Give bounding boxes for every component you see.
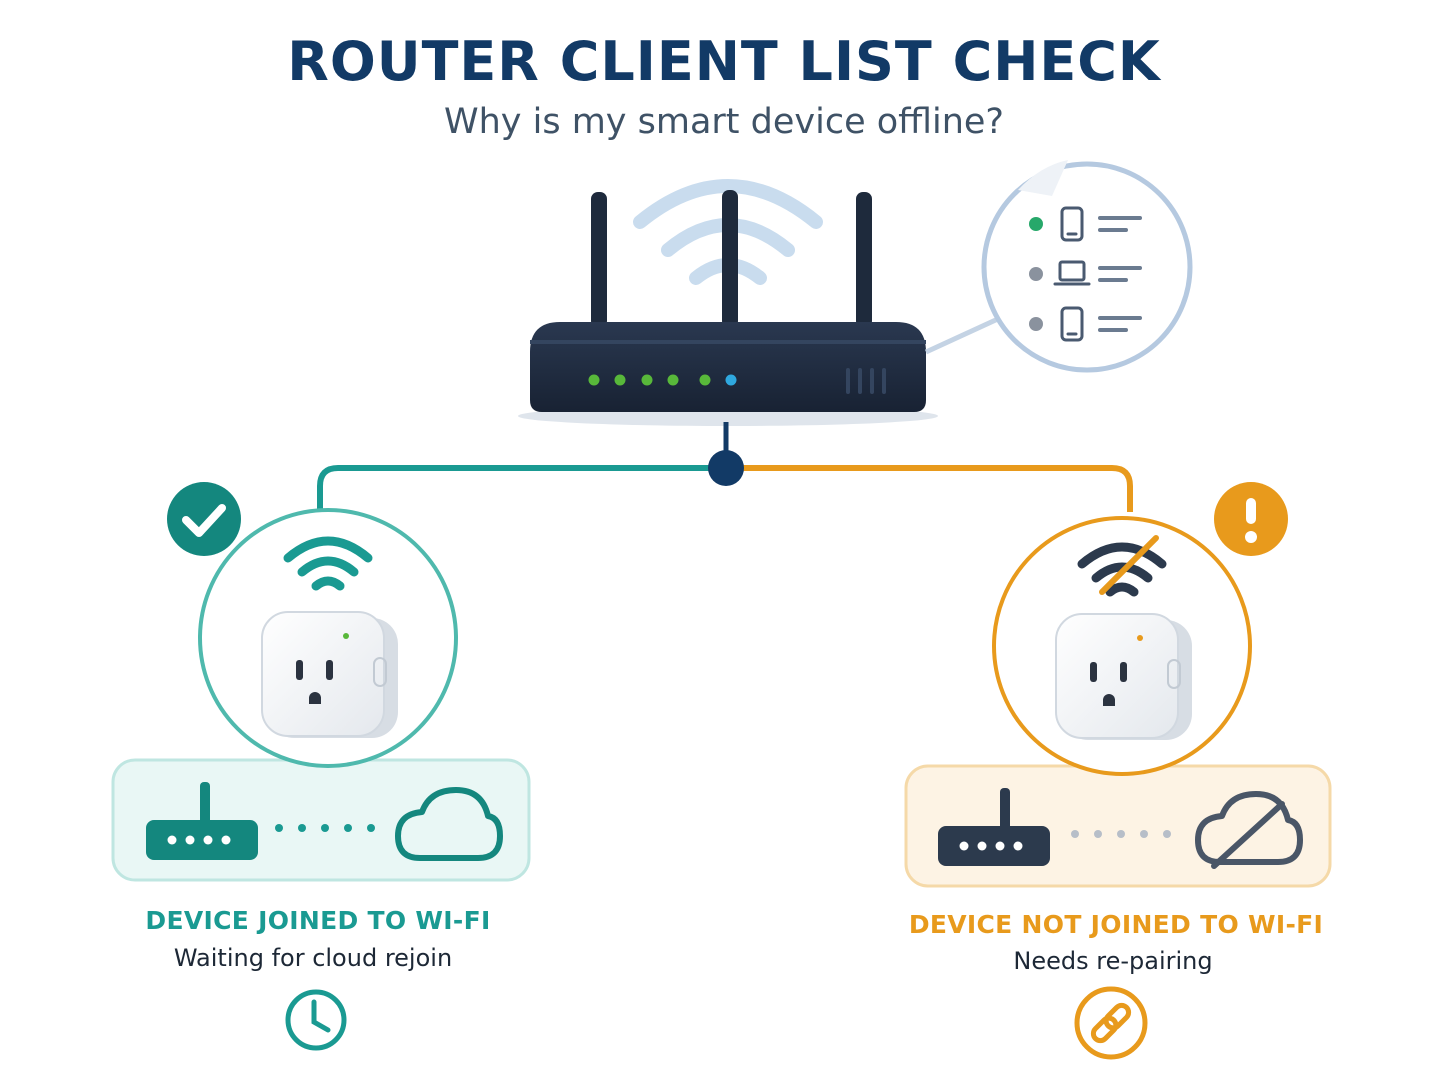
router-led <box>699 374 711 386</box>
status-dot <box>1029 217 1043 231</box>
mini-router-icon <box>938 788 1050 866</box>
network-hub-node <box>708 450 744 486</box>
cloud-icon <box>395 787 503 861</box>
text-lines-icon <box>1098 316 1142 332</box>
laptop-icon <box>1053 260 1091 286</box>
client-list-row <box>1029 306 1142 342</box>
text-lines-icon <box>1098 266 1142 282</box>
page-title: ROUTER CLIENT LIST CHECK <box>287 30 1161 93</box>
exclamation-icon <box>1214 482 1288 556</box>
not-joined-device-panel <box>904 482 1332 888</box>
smart-plug-icon <box>1055 613 1192 740</box>
phone-icon <box>1060 306 1084 342</box>
client-list-magnifier <box>924 160 1193 373</box>
router-led <box>667 374 679 386</box>
page-subtitle: Why is my smart device offline? <box>443 102 1005 142</box>
wifi-icon <box>283 536 373 591</box>
joined-device-panel <box>111 482 531 882</box>
status-dot <box>1029 267 1043 281</box>
checkmark-icon <box>167 482 241 556</box>
joined-status-title: DEVICE JOINED TO WI-FI <box>145 906 491 935</box>
router-led <box>725 374 737 386</box>
phone-icon <box>1060 206 1084 242</box>
cloud-off-icon <box>1195 791 1303 869</box>
wifi-off-icon <box>1077 535 1167 597</box>
text-lines-icon <box>1098 216 1142 232</box>
joined-status-subtitle: Waiting for cloud rejoin <box>173 944 453 972</box>
link-icon <box>1074 986 1148 1060</box>
clock-icon <box>285 989 347 1051</box>
router-icon <box>518 190 938 426</box>
link-dots <box>275 824 375 832</box>
router-led <box>641 374 653 386</box>
status-dot <box>1029 317 1043 331</box>
client-list-row <box>1029 206 1142 242</box>
not-joined-status-title: DEVICE NOT JOINED TO WI-FI <box>908 910 1324 939</box>
link-dots <box>1071 830 1171 838</box>
smart-plug-icon <box>261 611 398 738</box>
client-list-row <box>1029 260 1142 286</box>
router-led <box>614 374 626 386</box>
not-joined-status-subtitle: Needs re-pairing <box>1013 947 1213 975</box>
mini-router-icon <box>146 782 258 860</box>
router-led <box>588 374 600 386</box>
